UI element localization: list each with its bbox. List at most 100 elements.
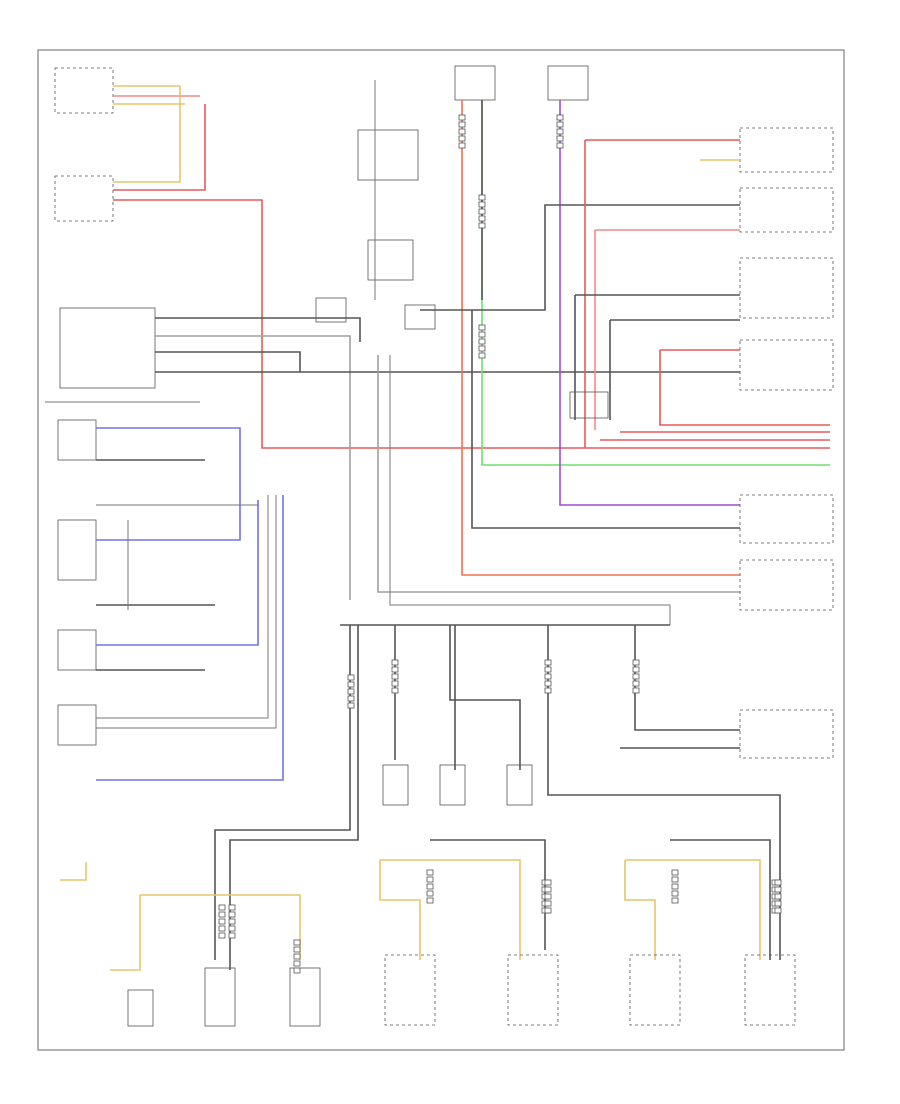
connector-pin	[544, 893, 552, 900]
switch-box-2	[739, 187, 834, 233]
left-module-group	[57, 419, 284, 781]
switch-box-7	[739, 709, 834, 759]
module-2-box	[57, 519, 97, 581]
connector-pin	[478, 215, 486, 222]
wire-black-cluster-1	[155, 317, 361, 342]
wire-black-b2	[670, 839, 771, 960]
connector-pin	[218, 925, 226, 932]
wire-thin-door	[389, 355, 671, 625]
connector-pin	[293, 960, 301, 967]
connector-pin	[347, 688, 355, 695]
connector-pin	[478, 201, 486, 208]
connector-pin	[544, 666, 552, 673]
junction-2	[404, 304, 436, 330]
connector-pin	[774, 879, 782, 886]
connector-pin	[228, 925, 236, 932]
connector-pin	[218, 911, 226, 918]
module-4-box	[57, 704, 97, 746]
connector-pin	[556, 142, 564, 149]
connector-pin	[391, 687, 399, 694]
rear-sensor-box	[54, 175, 114, 222]
switch-box-5	[739, 494, 834, 544]
connector-pin	[426, 883, 434, 890]
front-sensor-box	[54, 67, 114, 114]
connector-pin	[293, 953, 301, 960]
wire-bus-4	[547, 625, 781, 960]
wire-yellow-b7	[625, 859, 761, 960]
connector-pin	[556, 121, 564, 128]
connector-pin	[774, 886, 782, 893]
instrument-cluster-connector	[59, 307, 156, 389]
connector-pin	[426, 897, 434, 904]
connector-pin	[632, 666, 640, 673]
connector-pin	[347, 681, 355, 688]
connector-pin	[774, 907, 782, 914]
connector-pin	[347, 702, 355, 709]
instrument-cluster-group	[45, 307, 740, 600]
diagram-frame	[37, 49, 845, 1051]
wire-blue-1	[96, 427, 241, 500]
connector-pin	[293, 967, 301, 974]
wire-yellow-b6	[624, 860, 656, 960]
module-3-box	[57, 629, 97, 671]
junction-3	[569, 391, 609, 419]
actuator-box-7	[744, 954, 796, 1026]
fuse-relay-group	[315, 65, 830, 625]
switch-box-1	[739, 127, 834, 173]
junction-1	[315, 297, 347, 323]
connector-pin	[391, 680, 399, 687]
actuator-box-6	[629, 954, 681, 1026]
actuator-box-5	[507, 954, 559, 1026]
connector-pin	[544, 659, 552, 666]
connector-pin	[458, 135, 466, 142]
actuator-box-1	[127, 989, 154, 1027]
wire-green-main	[481, 100, 830, 466]
switch-box-4	[739, 339, 834, 391]
wire-black-door-1	[420, 204, 740, 311]
connector-pin	[458, 142, 466, 149]
connector-pin	[478, 222, 486, 229]
connector-pin	[426, 890, 434, 897]
wire-blue-3	[96, 500, 259, 646]
connector-pin	[671, 897, 679, 904]
connector-pin	[544, 680, 552, 687]
wire-orange-main	[461, 100, 740, 576]
connector-pin	[228, 932, 236, 939]
connector-pin	[218, 918, 226, 925]
connector-pin	[544, 900, 552, 907]
wire-yellow-b2	[140, 894, 301, 960]
wire-grey-door	[377, 355, 740, 593]
connector-pin	[632, 680, 640, 687]
wire-blue-4	[96, 495, 284, 781]
connector-pin	[478, 338, 486, 345]
module-1-box	[57, 419, 97, 461]
connector-pin	[544, 886, 552, 893]
connector-pin	[478, 194, 486, 201]
connector-pin	[671, 876, 679, 883]
actuator-group	[60, 839, 796, 1027]
wire-yellow-b4	[379, 860, 421, 960]
connector-pin	[544, 687, 552, 694]
connector-pin	[228, 904, 236, 911]
wire-yellow-b5	[380, 859, 521, 960]
connector-clusters	[218, 114, 782, 974]
wire-black-cluster-2	[155, 351, 301, 372]
connector-pin	[632, 687, 640, 694]
wire-thin-2	[96, 495, 269, 719]
connector-pin	[458, 121, 466, 128]
wire-grey-cluster-1	[155, 335, 351, 600]
connector-pin	[556, 128, 564, 135]
connector-pin	[228, 911, 236, 918]
wire-red-1	[113, 104, 206, 191]
front-sensor-group	[54, 67, 830, 449]
wire-bus-2	[449, 625, 521, 770]
wire-red-door-2	[659, 349, 830, 426]
wire-black-door-4	[609, 319, 740, 420]
wire-black-door-2	[471, 310, 740, 529]
connector-pin	[774, 900, 782, 907]
wire-blue-2	[96, 500, 241, 541]
actuator-box-4	[384, 954, 436, 1026]
connector-pin	[347, 695, 355, 702]
